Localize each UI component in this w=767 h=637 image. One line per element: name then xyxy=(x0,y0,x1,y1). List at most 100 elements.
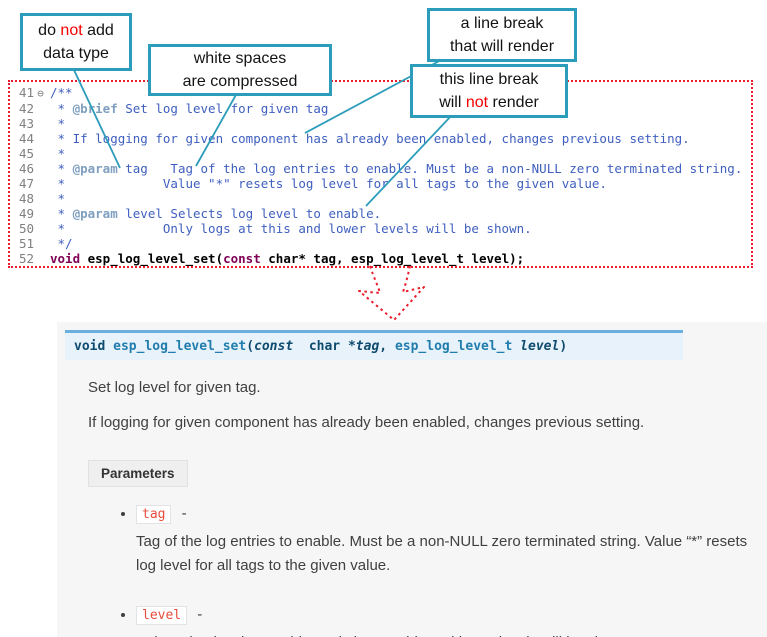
line-number: 42 xyxy=(18,101,34,116)
code-line-48: 48 * xyxy=(10,191,751,206)
signature-token: tag xyxy=(355,339,380,354)
param-dash: - xyxy=(193,606,203,623)
line-number: 48 xyxy=(18,191,34,206)
line-number: 45 xyxy=(18,146,34,161)
code-token: @param xyxy=(72,161,118,176)
code-token: * xyxy=(50,101,73,116)
line-number: 44 xyxy=(18,131,34,146)
callout-text: add xyxy=(82,21,114,39)
callout-line: a line break xyxy=(460,14,544,32)
code-token: * Only logs at this and lower levels wil… xyxy=(50,221,532,236)
code-text: * If logging for given component has alr… xyxy=(47,131,690,146)
signature-token: esp_log_level_t xyxy=(394,339,521,354)
code-token: * xyxy=(50,191,66,206)
code-token: esp_log_level_set( xyxy=(80,251,224,266)
code-token: @brief xyxy=(72,101,118,116)
docs-panel: void esp_log_level_set(const char *tag, … xyxy=(57,322,767,637)
code-line-42: 42 * @brief Set log level for given tag xyxy=(10,101,751,116)
code-line-43: 43 * xyxy=(10,116,751,131)
code-text: * Only logs at this and lower levels wil… xyxy=(47,221,532,236)
signature-token: char * xyxy=(293,339,356,354)
param-name-chip: level xyxy=(136,606,188,625)
line-number: 52 xyxy=(18,251,34,266)
docs-body: Set log level for given tag. If logging … xyxy=(88,378,767,637)
callout-line: this line break xyxy=(439,70,539,88)
param-list-item: tag -Tag of the log entries to enable. M… xyxy=(136,505,767,578)
callout-text-emphasis: not xyxy=(60,21,83,39)
code-line-46: 46 * @param tag Tag of the log entries t… xyxy=(10,161,751,176)
code-line-44: 44 * If logging for given component has … xyxy=(10,131,751,146)
code-line-52: 52 void esp_log_level_set(const char* ta… xyxy=(10,251,751,266)
line-number: 51 xyxy=(18,236,34,251)
code-token: * Value "*" resets log level for all tag… xyxy=(50,176,607,191)
detail-text: If logging for given component has alrea… xyxy=(88,414,645,431)
line-number: 49 xyxy=(18,206,34,221)
function-signature: void esp_log_level_set(const char *tag, … xyxy=(65,330,683,360)
callout-line: do not add xyxy=(38,19,114,42)
callout-text-emphasis: not xyxy=(465,94,489,111)
callout-no-datatype: do not add data type xyxy=(20,13,132,71)
code-token: void xyxy=(50,251,81,266)
line-number: 46 xyxy=(18,161,34,176)
code-token: * xyxy=(50,146,66,161)
code-token: * xyxy=(50,116,66,131)
code-token: /** xyxy=(50,85,73,100)
code-line-41: 41⊖ /** xyxy=(10,85,751,101)
callout-line: will not render xyxy=(439,91,539,114)
callout-line: that will render xyxy=(449,38,555,55)
param-list-item: level - Selects log level to enable. Only… xyxy=(136,606,767,637)
callout-whitespace-compressed: white spaces are compressed xyxy=(148,44,332,96)
code-token: const xyxy=(223,251,261,266)
callout-line: data type xyxy=(43,45,109,62)
code-editor: 41⊖/**42 * @brief Set log level for give… xyxy=(8,80,753,268)
callout-linebreak-not-render: this line break will not render xyxy=(410,64,568,118)
code-text: * @param tag Tag of the log entries to e… xyxy=(47,161,743,176)
callout-line: white spaces xyxy=(193,49,287,67)
signature-token: ( xyxy=(246,339,255,354)
signature-token: ) xyxy=(559,339,568,354)
signature-token: const xyxy=(254,339,294,354)
param-description: Selects log level to enable. Only logs a… xyxy=(136,631,767,637)
code-text: * @brief Set log level for given tag xyxy=(47,101,329,116)
code-token: level Selects log level to enable. xyxy=(117,206,382,221)
code-token: * If logging for given component has alr… xyxy=(50,131,690,146)
code-token: * xyxy=(50,161,73,176)
signature-token: level xyxy=(520,339,560,354)
code-token: * xyxy=(50,206,73,221)
code-line-50: 50 * Only logs at this and lower levels … xyxy=(10,221,751,236)
code-text: * xyxy=(47,191,66,206)
param-description: Tag of the log entries to enable. Must b… xyxy=(136,533,748,574)
code-text: /** xyxy=(47,85,73,100)
code-text: * xyxy=(47,116,66,131)
render-flow-arrow-icon xyxy=(358,265,425,321)
code-token: char* tag, esp_log_level_t level); xyxy=(260,251,525,266)
parameters-header: Parameters xyxy=(88,460,188,487)
code-text: * xyxy=(47,146,66,161)
code-text: void esp_log_level_set(const char* tag, … xyxy=(47,251,524,266)
param-list: tag -Tag of the log entries to enable. M… xyxy=(88,505,767,637)
code-text: */ xyxy=(47,236,73,251)
line-number: 43 xyxy=(18,116,34,131)
callout-linebreak-renders: a line break that will render xyxy=(427,8,577,62)
code-line-49: 49 * @param level Selects log level to e… xyxy=(10,206,751,221)
fold-marker-icon[interactable]: ⊖ xyxy=(37,87,44,100)
code-line-51: 51 */ xyxy=(10,236,751,251)
code-text: * Value "*" resets log level for all tag… xyxy=(47,176,607,191)
callout-line: are compressed xyxy=(182,73,298,90)
code-text: * @param level Selects log level to enab… xyxy=(47,206,382,221)
signature-token: esp_log_level_set xyxy=(113,339,247,354)
callout-text: do xyxy=(38,21,61,39)
code-token: Set log level for given tag xyxy=(117,101,329,116)
callout-text: will xyxy=(439,94,466,111)
code-token: tag Tag of the log entries to enable. Mu… xyxy=(117,161,743,176)
brief-text: Set log level for given tag. xyxy=(88,379,261,396)
line-number: 50 xyxy=(18,221,34,236)
line-number: 41 xyxy=(18,85,34,100)
callout-text: render xyxy=(488,94,539,111)
code-line-45: 45 * xyxy=(10,146,751,161)
code-token: */ xyxy=(50,236,73,251)
signature-token: , xyxy=(379,339,395,354)
line-number: 47 xyxy=(18,176,34,191)
param-dash: - xyxy=(177,505,187,522)
